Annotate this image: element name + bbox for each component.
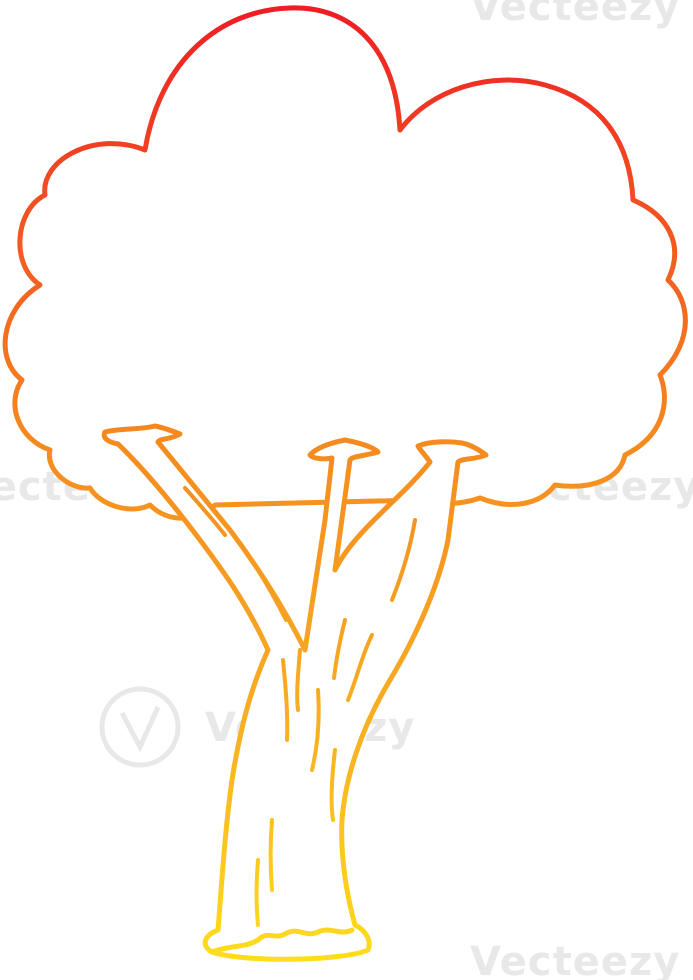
watermark-text-corner-top: Vecteezy — [470, 0, 680, 30]
tree-trunk — [101, 423, 489, 962]
trunk-outline — [101, 423, 489, 962]
tree-canopy — [2, 5, 688, 521]
trunk-base-roots — [209, 927, 355, 955]
watermark-logo-bottom — [99, 686, 181, 768]
bark-details — [183, 486, 417, 927]
watermark-text-corner-bottom: Vecteezy — [470, 939, 680, 980]
